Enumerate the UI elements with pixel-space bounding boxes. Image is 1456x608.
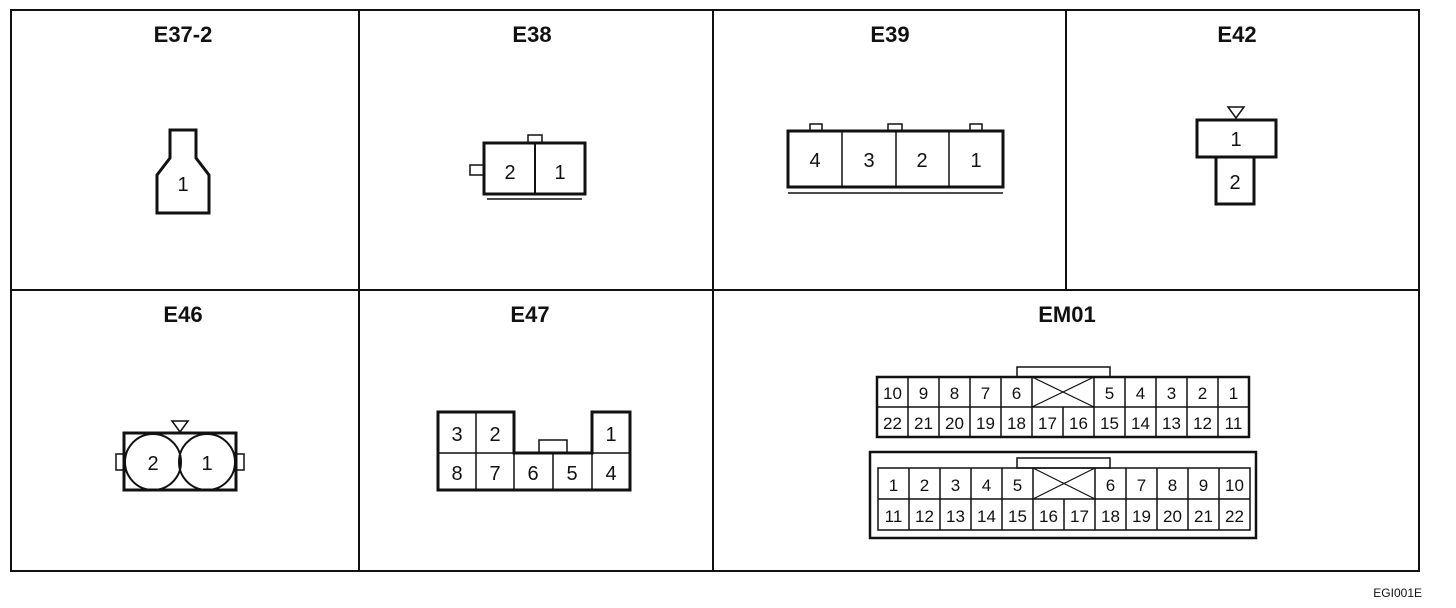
em01-pin-15: 15 — [1008, 507, 1027, 526]
title-e37-2: E37-2 — [154, 22, 213, 47]
em01-pin-5: 5 — [1105, 384, 1114, 403]
e47-pin-8: 8 — [451, 463, 462, 485]
e46-pin-2: 2 — [147, 453, 158, 475]
em01-pin-6: 6 — [1106, 476, 1115, 495]
em01-pin-10: 10 — [883, 384, 902, 403]
em01-pin-9: 9 — [919, 384, 928, 403]
em01-pin-19: 19 — [1132, 507, 1151, 526]
em01-pin-1: 1 — [889, 476, 898, 495]
em01-pin-2: 2 — [1198, 384, 1207, 403]
em01-pin-5: 5 — [1013, 476, 1022, 495]
connector-e42: 1 2 — [1195, 106, 1278, 206]
em01-pin-14: 14 — [1131, 414, 1150, 433]
connector-e46: 2 1 — [115, 420, 245, 492]
e47-pin-3: 3 — [451, 424, 462, 446]
em01-pin-22: 22 — [883, 414, 902, 433]
em01-pin-8: 8 — [950, 384, 959, 403]
em01-pin-11: 11 — [885, 507, 903, 526]
em01-pin-22: 22 — [1225, 507, 1244, 526]
em01-pin-1: 1 — [1229, 384, 1238, 403]
em01-pin-7: 7 — [1137, 476, 1146, 495]
em01-pin-3: 3 — [1167, 384, 1176, 403]
title-e46: E46 — [163, 302, 202, 327]
e39-pin-2: 2 — [916, 150, 927, 172]
em01-pin-13: 13 — [946, 507, 965, 526]
em01-pin-12: 12 — [1193, 414, 1212, 433]
connector-e37-2: 1 — [155, 128, 211, 215]
title-e42: E42 — [1217, 22, 1256, 47]
title-e39: E39 — [870, 22, 909, 47]
e47-pin-5: 5 — [566, 463, 577, 485]
em01-pin-7: 7 — [981, 384, 990, 403]
e39-pin-4: 4 — [809, 150, 820, 172]
title-e47: E47 — [510, 302, 549, 327]
em01-pin-12: 12 — [915, 507, 934, 526]
em01-pin-20: 20 — [945, 414, 964, 433]
em01-pin-21: 21 — [914, 414, 933, 433]
em01-pin-20: 20 — [1163, 507, 1182, 526]
em01-pin-18: 18 — [1007, 414, 1026, 433]
e47-pin-1: 1 — [605, 424, 616, 446]
em01-pin-21: 21 — [1194, 507, 1213, 526]
e47-pin-6: 6 — [527, 463, 538, 485]
figure-code: EGI001E — [1373, 586, 1422, 600]
em01-lower-row1: 1 2 3 4 5 6 7 8 9 10 — [889, 476, 1244, 495]
e47-pin-4: 4 — [605, 463, 616, 485]
e47-pin-2: 2 — [489, 424, 500, 446]
em01-pin-3: 3 — [951, 476, 960, 495]
e37-2-pin-1: 1 — [177, 174, 188, 196]
connector-e39: 4 3 2 1 — [786, 123, 1005, 194]
em01-pin-11: 11 — [1225, 414, 1243, 433]
em01-pin-8: 8 — [1168, 476, 1177, 495]
e39-pin-1: 1 — [970, 150, 981, 172]
em01-upper-row2: 22 21 20 19 18 17 16 15 14 13 12 11 — [883, 414, 1242, 433]
em01-pin-18: 18 — [1101, 507, 1120, 526]
em01-pin-16: 16 — [1069, 414, 1088, 433]
e42-pin-2: 2 — [1229, 172, 1240, 194]
e39-pin-3: 3 — [863, 150, 874, 172]
em01-pin-19: 19 — [976, 414, 995, 433]
connector-e38: 2 1 — [469, 134, 587, 200]
connector-em01-upper — [875, 366, 1251, 439]
e46-pin-1: 1 — [201, 453, 212, 475]
em01-pin-9: 9 — [1199, 476, 1208, 495]
em01-pin-15: 15 — [1100, 414, 1119, 433]
em01-pin-13: 13 — [1162, 414, 1181, 433]
em01-pin-4: 4 — [1136, 384, 1145, 403]
em01-pin-2: 2 — [920, 476, 929, 495]
em01-pin-16: 16 — [1039, 507, 1058, 526]
e42-pin-1: 1 — [1230, 129, 1241, 151]
title-e38: E38 — [512, 22, 551, 47]
e47-pin-7: 7 — [489, 463, 500, 485]
connector-e47: 3 2 1 8 7 6 5 4 — [436, 410, 632, 492]
em01-pin-4: 4 — [982, 476, 991, 495]
em01-pin-17: 17 — [1070, 507, 1089, 526]
e38-pin-2: 2 — [504, 162, 515, 184]
title-em01: EM01 — [1038, 302, 1095, 327]
em01-pin-17: 17 — [1038, 414, 1057, 433]
em01-pin-6: 6 — [1012, 384, 1021, 403]
em01-pin-14: 14 — [977, 507, 996, 526]
em01-pin-10: 10 — [1225, 476, 1244, 495]
connector-em01-lower — [868, 450, 1258, 540]
e38-pin-1: 1 — [554, 162, 565, 184]
em01-upper-row1: 10 9 8 7 6 5 4 3 2 1 — [883, 384, 1238, 403]
em01-lower-row2: 11 12 13 14 15 16 17 18 19 20 21 22 — [885, 507, 1244, 526]
